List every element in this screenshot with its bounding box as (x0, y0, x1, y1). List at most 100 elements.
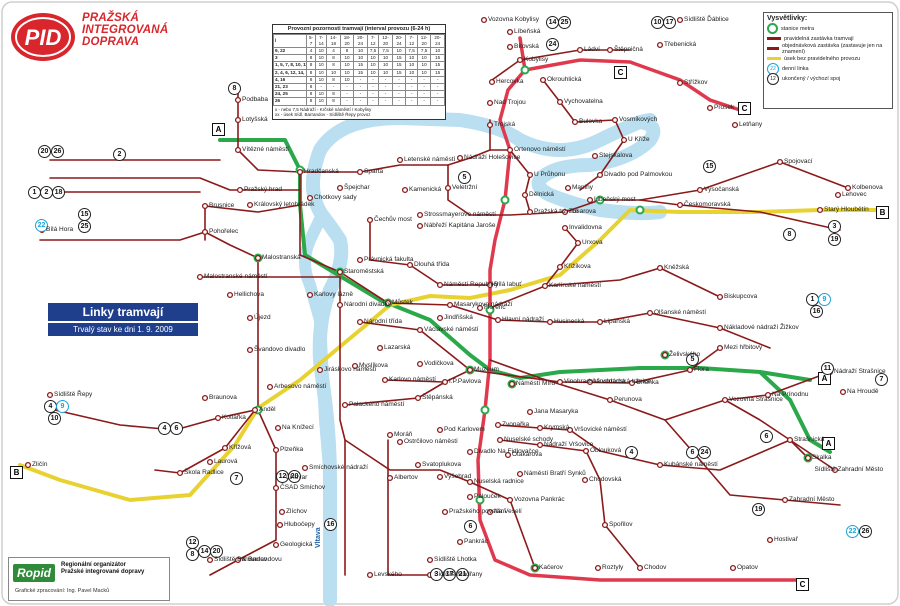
metro-station-kobylisy[interactable] (520, 65, 530, 75)
tram-stop-zahradni_mesto[interactable] (781, 496, 789, 504)
tram-stop-jindrisska[interactable] (436, 314, 444, 322)
tram-stop-trebenicka[interactable] (656, 41, 664, 49)
tram-stop-vodickova[interactable] (416, 360, 424, 368)
metro-station-ceskomoravska[interactable] (635, 205, 645, 215)
tram-stop-sidliste_dablice[interactable] (676, 16, 684, 24)
tram-stop-nadrazi_holesovice[interactable] (456, 154, 464, 162)
tram-stop-trojska[interactable] (486, 121, 494, 129)
tram-stop-zlichov[interactable] (278, 508, 286, 516)
tram-stop-kamyk[interactable] (426, 556, 434, 564)
tram-stop-vitezne[interactable] (234, 146, 242, 154)
tram-stop-sliznice[interactable] (831, 466, 839, 474)
tram-stop-voznice[interactable] (611, 116, 619, 124)
tram-stop-namesti_bratri_synku[interactable] (516, 470, 524, 478)
tram-stop-svandovo[interactable] (246, 346, 254, 354)
tram-stop-vozovna_pankrac[interactable] (506, 496, 514, 504)
tram-stop-kolbenova[interactable] (844, 184, 852, 192)
tram-stop-karlinske_nam[interactable] (541, 282, 549, 290)
tram-stop-prazska_trznice[interactable] (526, 208, 534, 216)
tram-stop-olsanske_nam[interactable] (646, 309, 654, 317)
tram-stop-skalka[interactable] (804, 454, 812, 462)
tram-stop-dlouha_trida[interactable] (406, 261, 414, 269)
tram-stop-stepanska2[interactable] (606, 46, 614, 54)
tram-stop-u_krize[interactable] (620, 136, 628, 144)
tram-stop-kacerov[interactable] (531, 564, 539, 572)
tram-stop-vozovna_strasnice[interactable] (721, 396, 729, 404)
tram-stop-nakladove_zizkov[interactable] (716, 324, 724, 332)
tram-stop-muzeum[interactable] (466, 366, 474, 374)
tram-stop-k_barrandovu[interactable] (234, 556, 242, 564)
tram-stop-vychovatelna[interactable] (556, 98, 564, 106)
tram-stop-myslikova[interactable] (351, 362, 359, 370)
tram-stop-laurova[interactable] (206, 458, 214, 466)
tram-stop-svatoplukova[interactable] (414, 461, 422, 469)
tram-stop-kamenicka[interactable] (401, 186, 409, 194)
tram-stop-vinohradska_trznice[interactable] (586, 378, 594, 386)
tram-stop-jiraskovo[interactable] (316, 366, 324, 374)
tram-stop-hercovka[interactable] (488, 78, 496, 86)
tram-stop-ortenovo[interactable] (506, 146, 514, 154)
tram-stop-u_pruhonu[interactable] (526, 171, 534, 179)
tram-stop-brusnice[interactable] (201, 202, 209, 210)
tram-stop-pankrac[interactable] (456, 538, 464, 546)
tram-stop-nakladove[interactable] (839, 388, 847, 396)
tram-stop-libensky_most[interactable] (586, 196, 594, 204)
tram-stop-vinohrady[interactable] (556, 378, 564, 386)
tram-stop-perunova[interactable] (606, 396, 614, 404)
tram-stop-flora[interactable] (686, 366, 694, 374)
tram-stop-letenske[interactable] (396, 156, 404, 164)
tram-stop-divadlo_pod_palmovkou[interactable] (596, 171, 604, 179)
tram-stop-hostivar[interactable] (766, 536, 774, 544)
metro-station-florenc[interactable] (485, 305, 495, 315)
tram-stop-hlubocepy[interactable] (276, 521, 284, 529)
tram-stop-malostranske_nam[interactable] (196, 273, 204, 281)
tram-stop-cechuv_most[interactable] (366, 216, 374, 224)
tram-stop-vrsovicke_nam[interactable] (566, 426, 574, 434)
tram-stop-blatnicka[interactable] (506, 43, 514, 51)
tram-stop-stepanska[interactable] (414, 394, 422, 402)
tram-stop-strossmayerovo[interactable] (416, 211, 424, 219)
tram-stop-karlov[interactable] (436, 426, 444, 434)
tram-stop-zlicin[interactable] (24, 461, 32, 469)
tram-stop-lehovec[interactable] (834, 191, 842, 199)
tram-stop-vysehrad[interactable] (436, 473, 444, 481)
tram-stop-vozovna_kobylisy[interactable] (480, 16, 488, 24)
tram-stop-vaclavske[interactable] (416, 326, 424, 334)
tram-stop-nad_trojou[interactable] (486, 99, 494, 107)
tram-stop-moraninach[interactable] (386, 431, 394, 439)
tram-stop-maniny[interactable] (564, 184, 572, 192)
tram-stop-albertov[interactable] (386, 474, 394, 482)
tram-stop-krizova[interactable] (221, 444, 229, 452)
tram-stop-opatov[interactable] (729, 564, 737, 572)
tram-stop-chotkovy[interactable] (306, 194, 314, 202)
tram-stop-nuselske_schody[interactable] (496, 436, 504, 444)
tram-stop-divadlo_na_fidlovacce[interactable] (466, 448, 474, 456)
tram-stop-ip_pavlova[interactable] (441, 378, 449, 386)
tram-stop-lotysska[interactable] (234, 116, 242, 124)
tram-stop-zelivskeho[interactable] (661, 351, 669, 359)
metro-station-vltavska[interactable] (500, 195, 510, 205)
tram-stop-pohorelec[interactable] (201, 228, 209, 236)
tram-stop-husinecka[interactable] (546, 318, 554, 326)
tram-stop-kubanske[interactable] (656, 461, 664, 469)
tram-stop-sparta[interactable] (356, 168, 364, 176)
tram-stop-kobylisy[interactable] (516, 56, 524, 64)
tram-stop-sporilov[interactable] (601, 521, 609, 529)
tram-stop-plzenka[interactable] (272, 446, 280, 454)
tram-stop-sidliste_barrandov[interactable] (206, 556, 214, 564)
tram-stop-malostranska[interactable] (254, 254, 262, 262)
tram-stop-mustek[interactable] (384, 299, 392, 307)
tram-stop-bulovka[interactable] (571, 118, 579, 126)
tram-stop-oblouková[interactable] (582, 447, 590, 455)
tram-stop-okrouhlicka[interactable] (539, 76, 547, 84)
tram-stop-levskeho[interactable] (366, 571, 374, 579)
tram-stop-podbaba[interactable] (234, 96, 242, 104)
metro-station-palmovka[interactable] (595, 195, 605, 205)
tram-stop-bishop[interactable] (716, 293, 724, 301)
tram-stop-masarykovo[interactable] (446, 301, 454, 309)
tram-stop-mezi_hrbitovy[interactable] (716, 344, 724, 352)
tram-stop-orionka[interactable] (628, 379, 636, 387)
tram-stop-prosek[interactable] (706, 104, 714, 112)
tram-stop-vysocanska[interactable] (696, 186, 704, 194)
tram-stop-letnany[interactable] (731, 121, 739, 129)
